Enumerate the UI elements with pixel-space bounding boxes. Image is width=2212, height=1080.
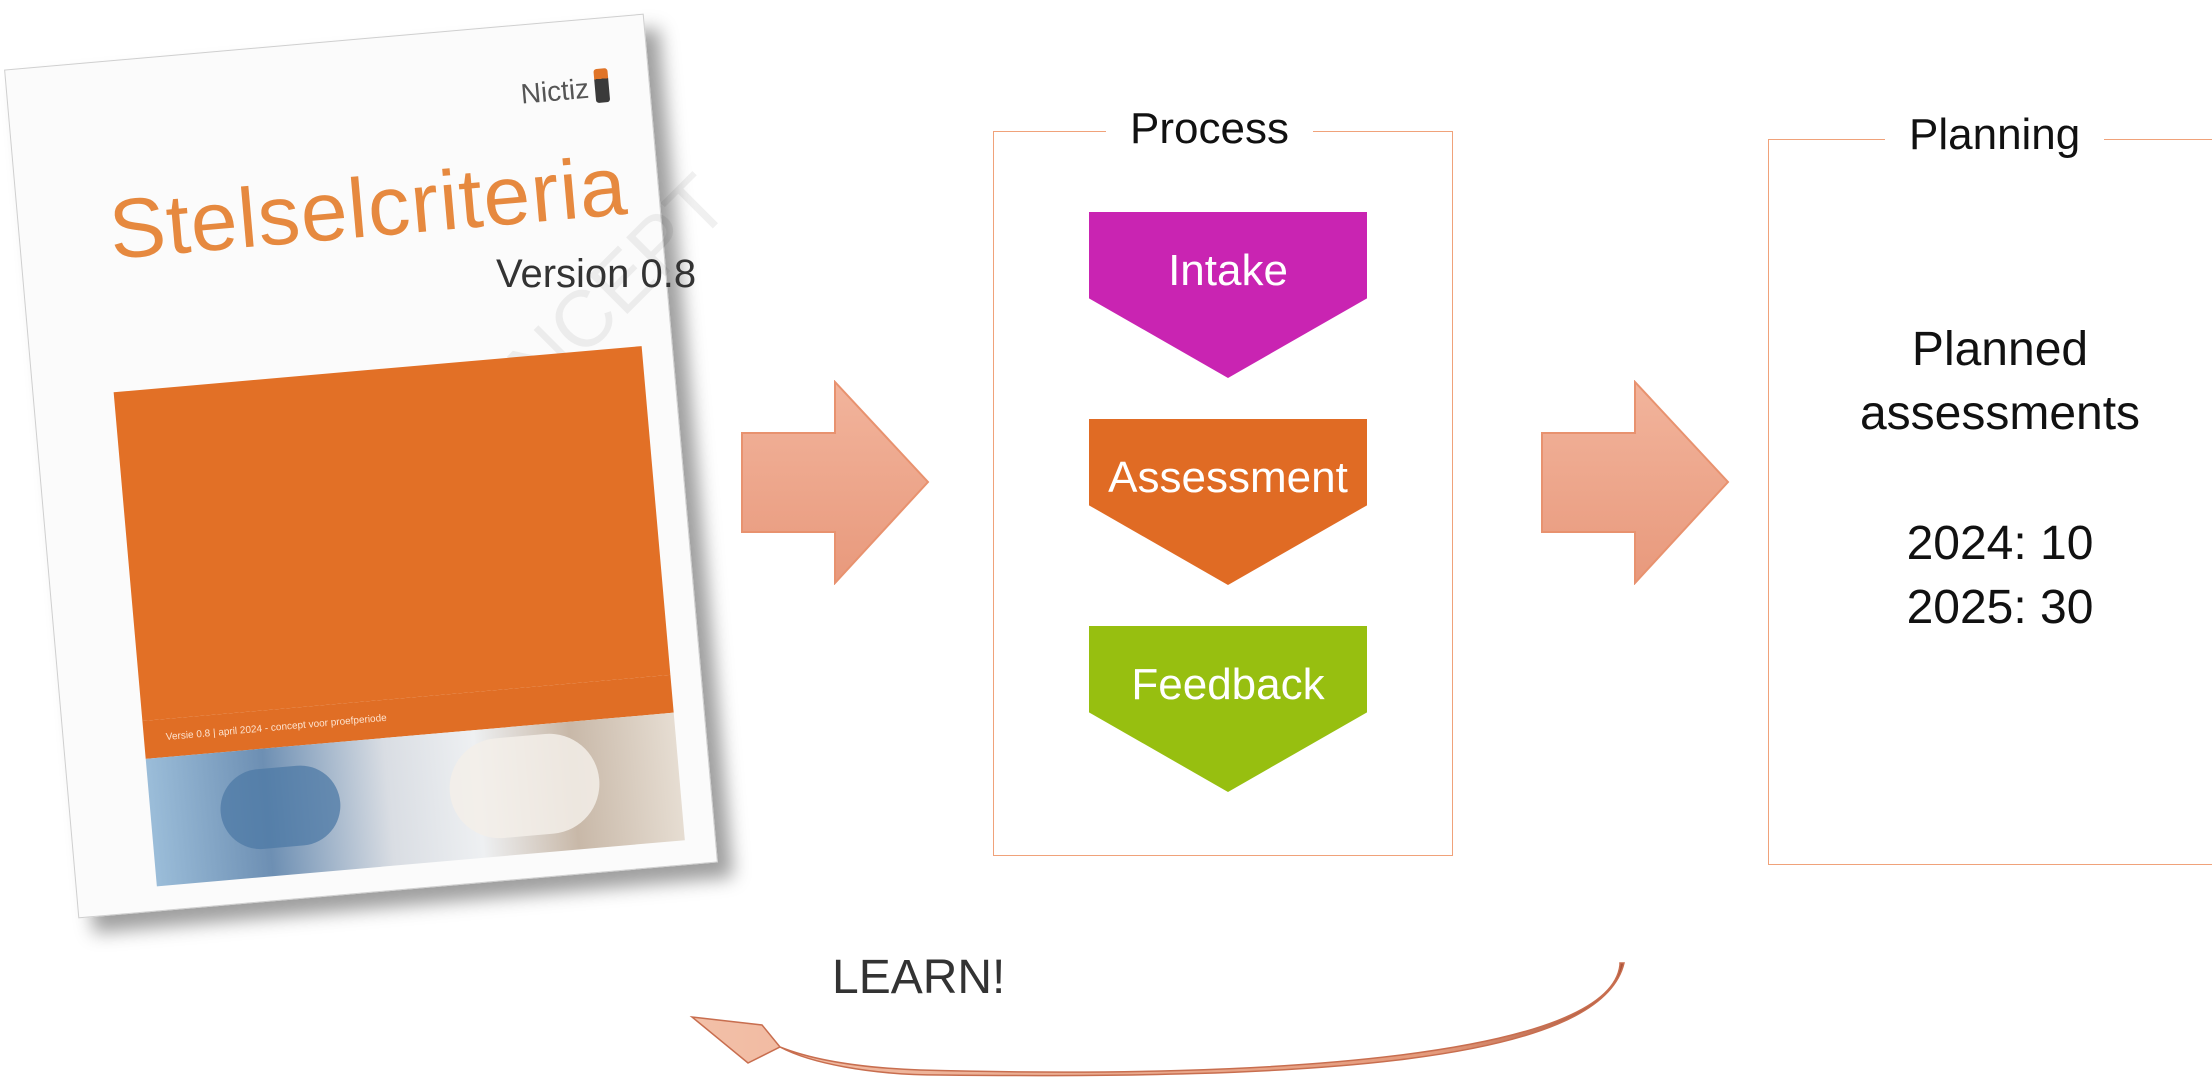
planned-assessments-heading: Planned assessments — [1770, 318, 2212, 446]
process-step-intake: Intake — [1089, 212, 1367, 378]
planned-line1: Planned — [1911, 323, 2089, 376]
learn-curved-arrow — [689, 962, 1625, 1077]
nictiz-logo-icon — [593, 68, 611, 104]
step-label: Assessment — [1108, 453, 1348, 502]
process-title: Process — [1106, 104, 1313, 154]
process-step-assessment: Assessment — [1089, 419, 1367, 585]
planned-line2: assessments — [1859, 387, 2141, 440]
process-step-feedback: Feedback — [1089, 626, 1367, 792]
planning-title: Planning — [1885, 110, 2105, 160]
document-cover: Nictiz Stelselcriteria CONCEPT Versie 0.… — [4, 13, 745, 919]
planned-years: 2024: 10 2025: 30 — [1770, 512, 2212, 640]
document-orange-band — [113, 346, 671, 722]
step-label: Intake — [1168, 246, 1288, 295]
learn-label: LEARN! — [832, 951, 1006, 1004]
step-label: Feedback — [1131, 660, 1325, 709]
right-arrow-2 — [1541, 380, 1730, 585]
right-arrow-1 — [741, 380, 930, 585]
version-label: Version 0.8 — [496, 252, 697, 296]
nictiz-logo: Nictiz — [519, 68, 611, 111]
planned-year-2024: 2024: 10 — [1906, 517, 2094, 570]
planned-year-2025: 2025: 30 — [1906, 581, 2094, 634]
planning-frame — [1768, 139, 2212, 865]
